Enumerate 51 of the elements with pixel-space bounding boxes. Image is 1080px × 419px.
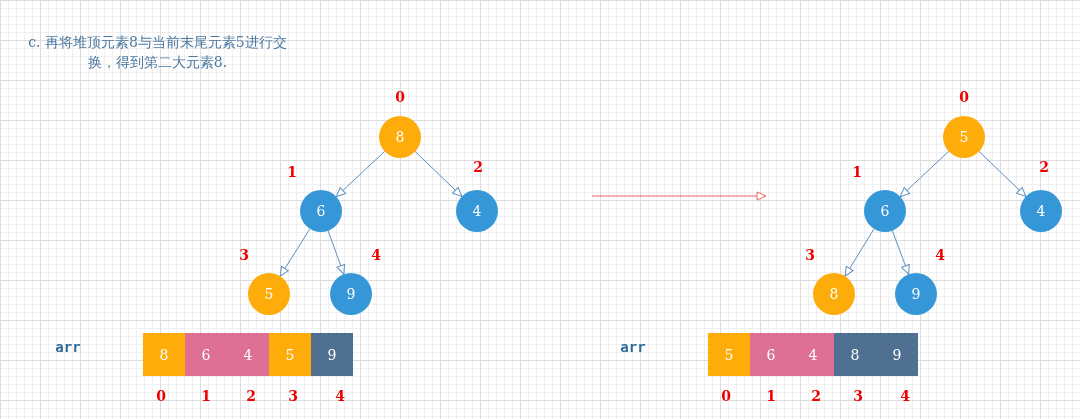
heap-node-circle: 4 — [1020, 190, 1062, 232]
array-cell: 6 — [750, 333, 792, 376]
heap-node-circle: 4 — [456, 190, 498, 232]
heap-node-circle: 9 — [895, 273, 937, 315]
index-label: 1 — [201, 388, 211, 404]
arrow — [844, 228, 875, 277]
index-label: 1 — [287, 164, 297, 180]
index-label: 3 — [853, 388, 863, 404]
heap-node-circle: 5 — [943, 116, 985, 158]
index-label: 4 — [371, 247, 381, 263]
index-label: 0 — [959, 89, 969, 105]
heap-node-circle: 6 — [300, 190, 342, 232]
heap-node-circle: 8 — [379, 116, 421, 158]
arrow — [899, 150, 950, 198]
heap-node-circle: 9 — [330, 273, 372, 315]
arrow — [335, 150, 386, 198]
array-cell: 4 — [792, 333, 834, 376]
index-label: 0 — [395, 89, 405, 105]
index-label: 3 — [805, 247, 815, 263]
array-cell: 5 — [269, 333, 311, 376]
index-label: 2 — [1039, 159, 1049, 175]
index-label: 4 — [900, 388, 910, 404]
index-label: 4 — [935, 247, 945, 263]
array-cell: 9 — [311, 333, 353, 376]
index-label: 4 — [335, 388, 345, 404]
index-label: 1 — [766, 388, 776, 404]
arrow — [414, 151, 463, 197]
index-label: 2 — [811, 388, 821, 404]
array-cell: 8 — [143, 333, 185, 376]
array-name-label: arr — [55, 339, 81, 355]
arrow — [327, 230, 346, 275]
array-name-label: arr — [620, 339, 646, 355]
array-cell: 8 — [834, 333, 876, 376]
arrow — [891, 230, 910, 275]
index-label: 3 — [288, 388, 298, 404]
arrow — [279, 228, 311, 277]
heap-node-circle: 8 — [813, 273, 855, 315]
index-label: 0 — [156, 388, 166, 404]
array-cell: 9 — [876, 333, 918, 376]
array-cell: 4 — [227, 333, 269, 376]
array-cell: 5 — [708, 333, 750, 376]
arrow — [978, 151, 1027, 197]
index-label: 2 — [473, 159, 483, 175]
index-label: 0 — [721, 388, 731, 404]
index-label: 1 — [852, 164, 862, 180]
note-text: c. 再将堆顶元素8与当前末尾元素5进行交换，得到第二大元素8. — [27, 33, 288, 72]
heap-node-circle: 5 — [248, 273, 290, 315]
heap-node-circle: 6 — [864, 190, 906, 232]
array-cell: 6 — [185, 333, 227, 376]
index-label: 2 — [246, 388, 256, 404]
index-label: 3 — [239, 247, 249, 263]
